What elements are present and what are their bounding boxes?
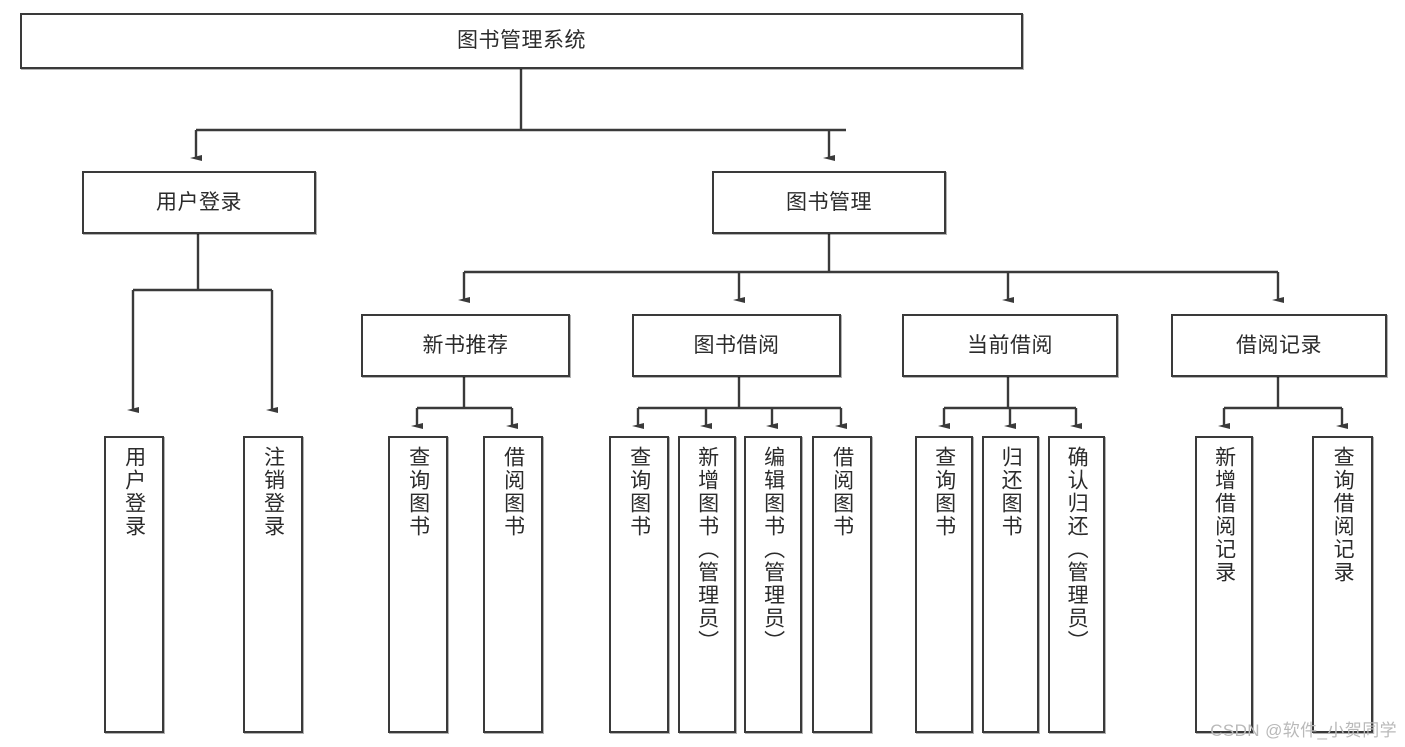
node-new-book-recommend[interactable]: 新书推荐 (361, 314, 570, 377)
leaf-query-borrow-record[interactable]: 查询借阅记录 (1312, 436, 1373, 733)
leaf-borrow-books-recommend[interactable]: 借阅图书 (483, 436, 543, 733)
node-label: 图书管理 (786, 190, 872, 214)
node-label: 新增借阅记录 (1212, 446, 1236, 584)
node-label: 图书借阅 (693, 333, 780, 357)
node-label: 归还图书 (999, 446, 1023, 538)
leaf-add-book-admin[interactable]: 新增图书（管理员） (678, 436, 736, 733)
node-current-borrow[interactable]: 当前借阅 (902, 314, 1118, 377)
node-label: 编辑图书（管理员） (761, 446, 785, 653)
leaf-query-books-current[interactable]: 查询图书 (915, 436, 973, 733)
node-label: 当前借阅 (967, 333, 1053, 357)
node-root-system[interactable]: 图书管理系统 (20, 13, 1023, 69)
node-label: 查询图书 (932, 446, 956, 538)
node-label: 图书管理系统 (457, 29, 586, 53)
node-label: 用户登录 (122, 446, 146, 538)
node-label: 查询图书 (406, 446, 430, 538)
leaf-query-books-recommend[interactable]: 查询图书 (388, 436, 448, 733)
leaf-edit-book-admin[interactable]: 编辑图书（管理员） (744, 436, 802, 733)
node-label: 确认归还（管理员） (1065, 446, 1089, 653)
watermark-text: CSDN @软件_小贺同学 (1210, 721, 1397, 740)
leaf-add-borrow-record[interactable]: 新增借阅记录 (1195, 436, 1253, 733)
node-label: 借阅图书 (501, 446, 525, 538)
node-label: 借阅记录 (1236, 333, 1322, 357)
node-borrow-records[interactable]: 借阅记录 (1171, 314, 1387, 377)
node-label: 用户登录 (156, 190, 242, 214)
node-label: 查询图书 (627, 446, 651, 538)
node-label: 查询借阅记录 (1331, 446, 1355, 584)
leaf-query-books-borrow[interactable]: 查询图书 (609, 436, 669, 733)
node-label: 注销登录 (261, 446, 285, 538)
node-book-borrow[interactable]: 图书借阅 (632, 314, 841, 377)
node-user-login[interactable]: 用户登录 (82, 171, 316, 234)
leaf-logout-login[interactable]: 注销登录 (243, 436, 303, 733)
leaf-return-books[interactable]: 归还图书 (982, 436, 1039, 733)
leaf-borrow-books-borrow[interactable]: 借阅图书 (812, 436, 872, 733)
leaf-user-login[interactable]: 用户登录 (104, 436, 164, 733)
node-book-management[interactable]: 图书管理 (712, 171, 946, 234)
leaf-confirm-return-admin[interactable]: 确认归还（管理员） (1048, 436, 1105, 733)
node-label: 借阅图书 (830, 446, 854, 538)
node-label: 新书推荐 (422, 333, 509, 357)
node-label: 新增图书（管理员） (695, 446, 719, 653)
